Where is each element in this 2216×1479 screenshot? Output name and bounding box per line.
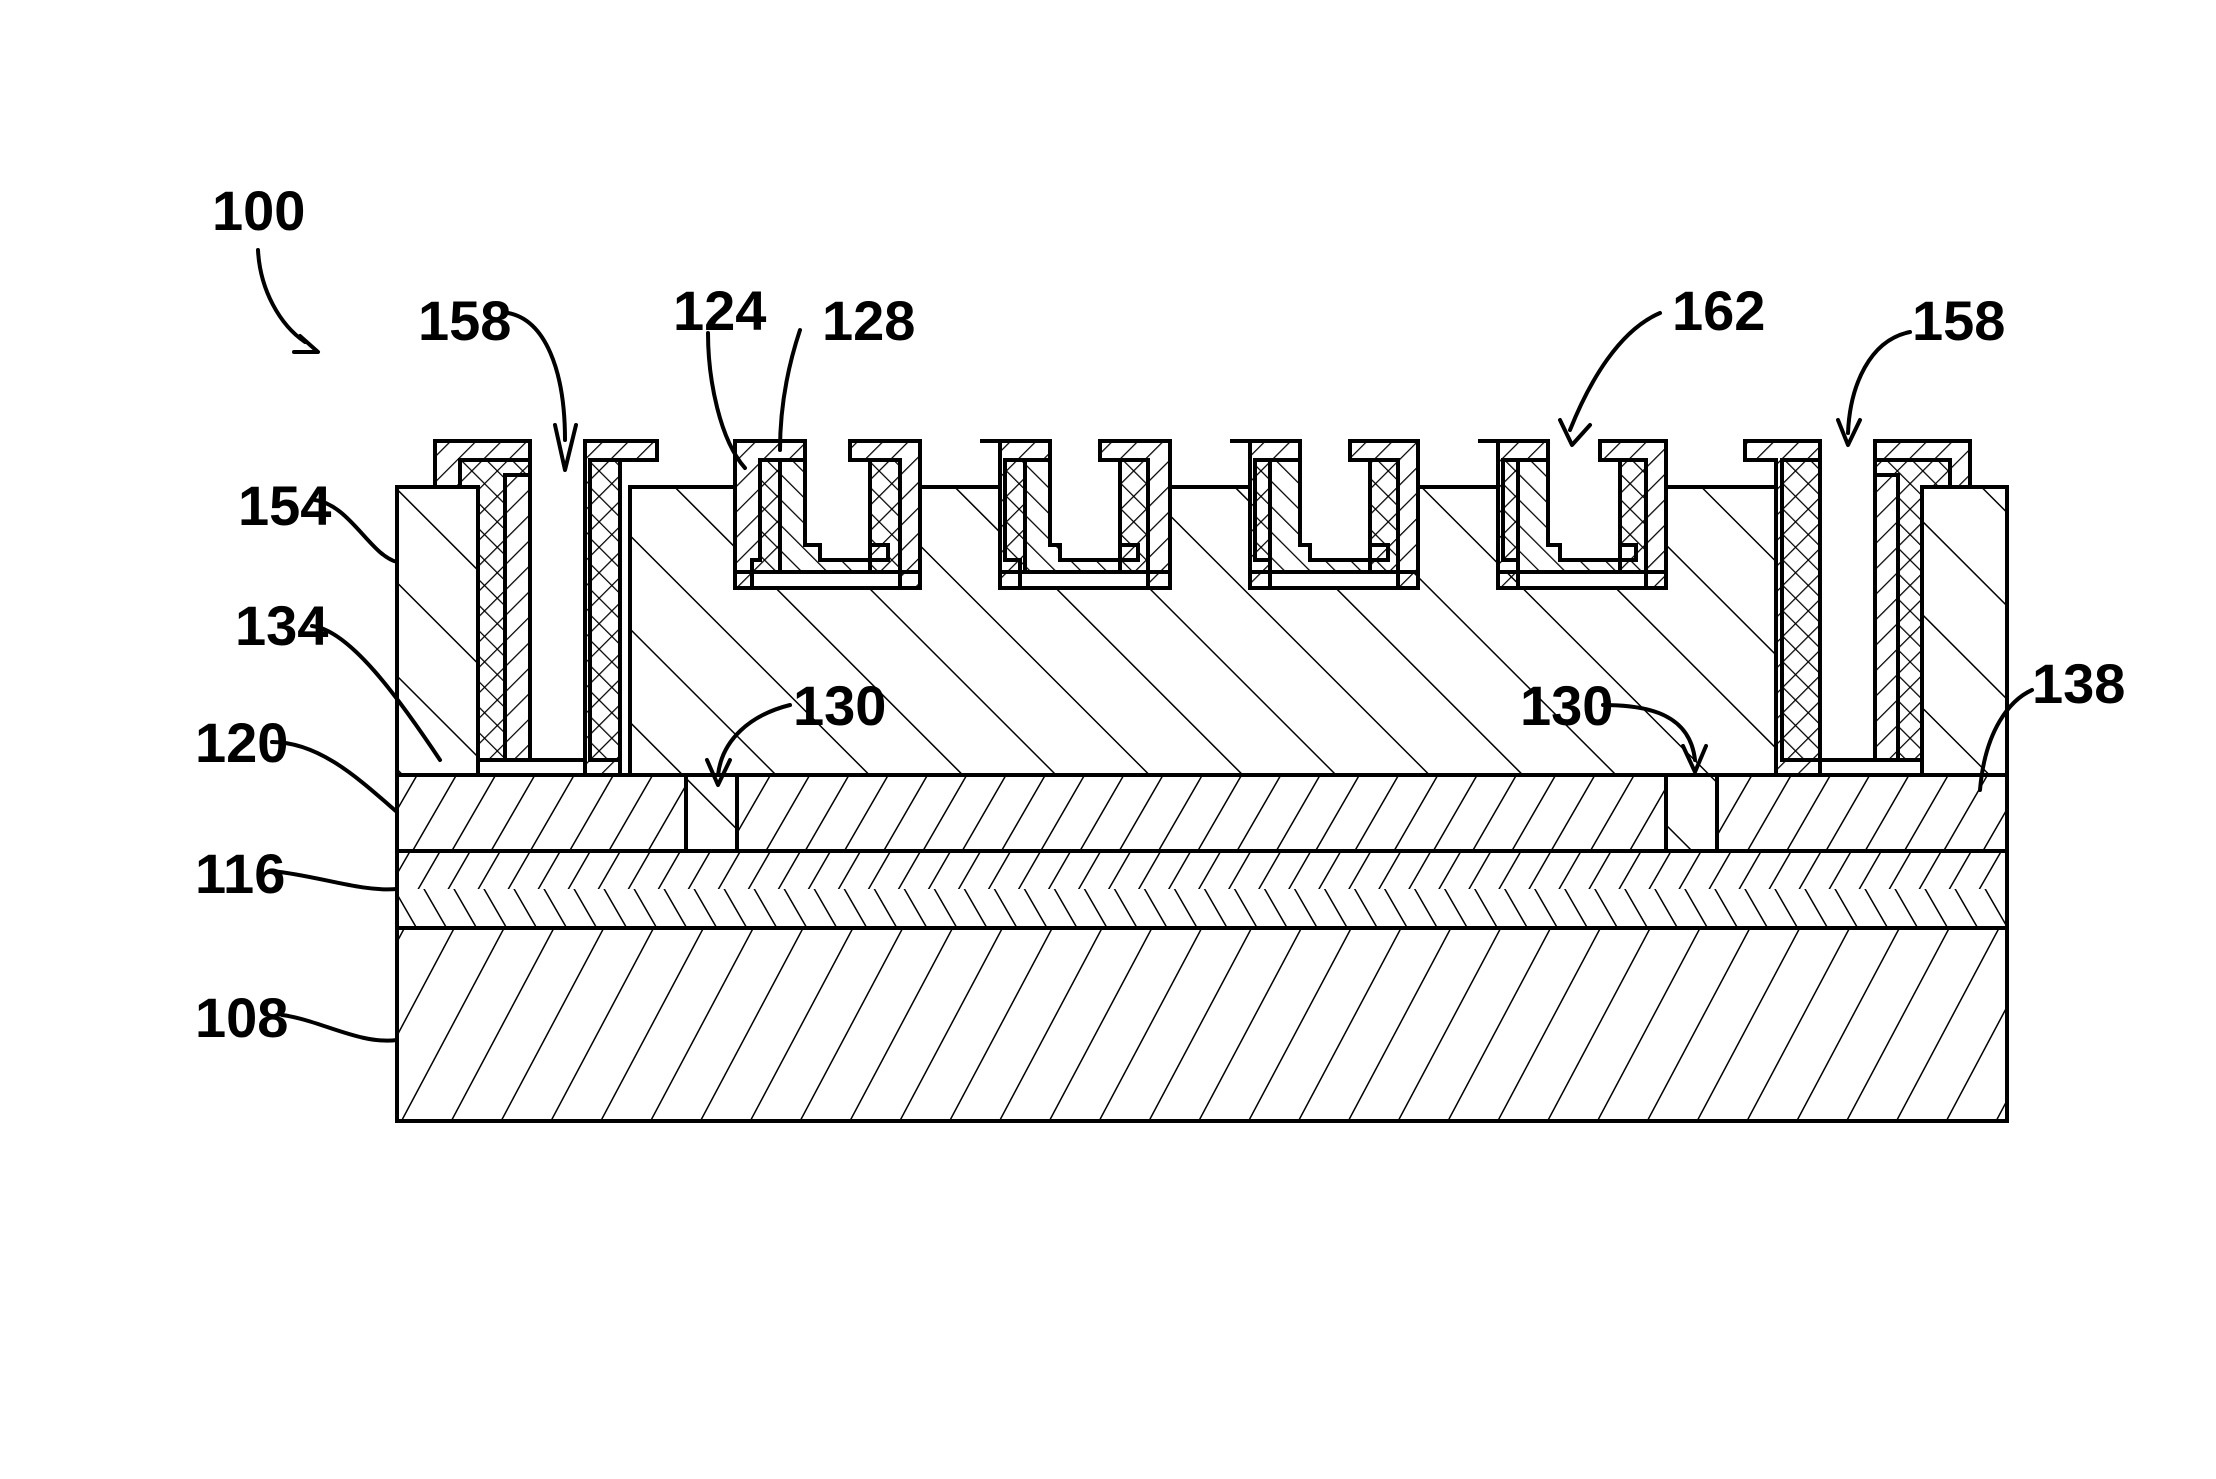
via-opening-158-right (1820, 441, 1875, 760)
label-124: 124 (673, 279, 766, 342)
layer-116 (397, 851, 2007, 928)
label-128: 128 (822, 289, 915, 352)
label-130-right: 130 (1520, 674, 1613, 737)
label-116: 116 (195, 842, 285, 905)
metal-layer-120-left-134 (397, 775, 686, 851)
label-108: 108 (195, 986, 288, 1049)
gap-fill-130-right (1666, 775, 1717, 851)
label-154: 154 (238, 474, 331, 537)
substrate-layer-108 (397, 928, 2007, 1121)
label-134: 134 (235, 594, 328, 657)
label-100: 100 (212, 179, 305, 242)
label-130-left: 130 (793, 674, 886, 737)
label-138: 138 (2032, 652, 2125, 715)
label-158-right: 158 (1912, 289, 2005, 352)
label-162: 162 (1672, 279, 1765, 342)
label-120: 120 (195, 711, 288, 774)
via-opening-158-left (530, 441, 585, 760)
metal-layer-120-right-138 (1717, 775, 2007, 851)
gap-fill-130-left (686, 775, 737, 851)
label-158-left: 158 (418, 289, 511, 352)
dielectric-layer-154 (397, 487, 2007, 775)
metal-layer-120-middle (737, 775, 1666, 851)
